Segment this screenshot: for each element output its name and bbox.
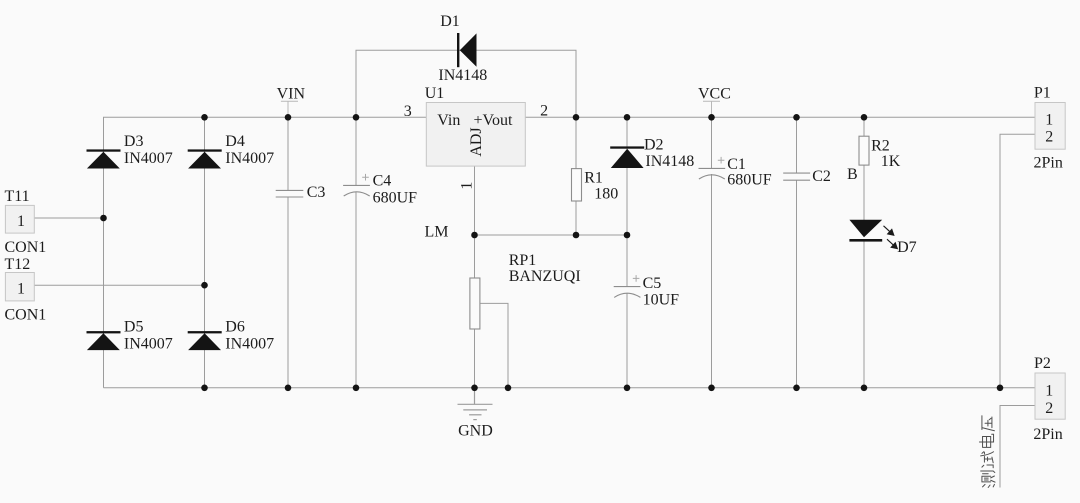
svg-text:CON1: CON1 xyxy=(5,239,47,256)
svg-text:Vin: Vin xyxy=(437,112,460,129)
svg-text:3: 3 xyxy=(404,103,412,120)
svg-text:D4: D4 xyxy=(225,133,245,150)
svg-text:P1: P1 xyxy=(1034,85,1051,102)
svg-text:180: 180 xyxy=(594,186,618,203)
svg-text:2: 2 xyxy=(1045,400,1053,417)
svg-text:P2: P2 xyxy=(1034,355,1051,372)
svg-text:C2: C2 xyxy=(812,168,831,185)
svg-text:R2: R2 xyxy=(871,138,890,155)
svg-text:680UF: 680UF xyxy=(727,172,772,189)
svg-text:1: 1 xyxy=(459,182,476,190)
svg-text:D3: D3 xyxy=(124,133,144,150)
svg-text:2Pin: 2Pin xyxy=(1034,155,1063,172)
svg-text:BANZUQI: BANZUQI xyxy=(509,268,581,285)
svg-text:C5: C5 xyxy=(643,275,662,292)
svg-text:IN4007: IN4007 xyxy=(124,336,173,353)
svg-text:D6: D6 xyxy=(225,319,245,336)
svg-text:IN4007: IN4007 xyxy=(124,150,173,167)
svg-text:C4: C4 xyxy=(373,173,392,190)
svg-text:C3: C3 xyxy=(307,184,326,201)
svg-text:1: 1 xyxy=(17,281,25,298)
svg-text:VIN: VIN xyxy=(277,86,306,103)
svg-text:D5: D5 xyxy=(124,319,144,336)
svg-text:VCC: VCC xyxy=(698,86,731,103)
svg-text:GND: GND xyxy=(458,423,493,440)
svg-text:CON1: CON1 xyxy=(5,307,47,324)
svg-text:1: 1 xyxy=(1045,383,1053,400)
svg-text:B: B xyxy=(847,166,858,183)
svg-text:IN4007: IN4007 xyxy=(225,150,274,167)
svg-text:R1: R1 xyxy=(584,169,603,186)
svg-text:2: 2 xyxy=(540,103,548,120)
svg-text:1: 1 xyxy=(17,213,25,230)
svg-text:T12: T12 xyxy=(5,256,31,273)
svg-text:1: 1 xyxy=(1045,112,1053,129)
svg-text:D2: D2 xyxy=(644,137,664,154)
svg-text:IN4007: IN4007 xyxy=(225,336,274,353)
svg-text:U1: U1 xyxy=(425,85,445,102)
svg-text:D7: D7 xyxy=(897,239,917,256)
svg-text:2: 2 xyxy=(1045,129,1053,146)
svg-text:+Vout: +Vout xyxy=(474,112,514,129)
svg-text:RP1: RP1 xyxy=(509,252,537,269)
svg-text:1K: 1K xyxy=(881,153,901,170)
svg-text:T11: T11 xyxy=(5,188,30,205)
svg-text:IN4148: IN4148 xyxy=(438,67,487,84)
svg-text:ADJ: ADJ xyxy=(468,127,485,156)
svg-text:LM: LM xyxy=(425,223,449,240)
svg-text:IN4148: IN4148 xyxy=(645,153,694,170)
svg-text:680UF: 680UF xyxy=(373,190,418,207)
svg-text:2Pin: 2Pin xyxy=(1033,426,1062,443)
svg-text:10UF: 10UF xyxy=(643,291,680,308)
svg-text:D1: D1 xyxy=(440,13,460,30)
svg-text:C1: C1 xyxy=(727,156,746,173)
